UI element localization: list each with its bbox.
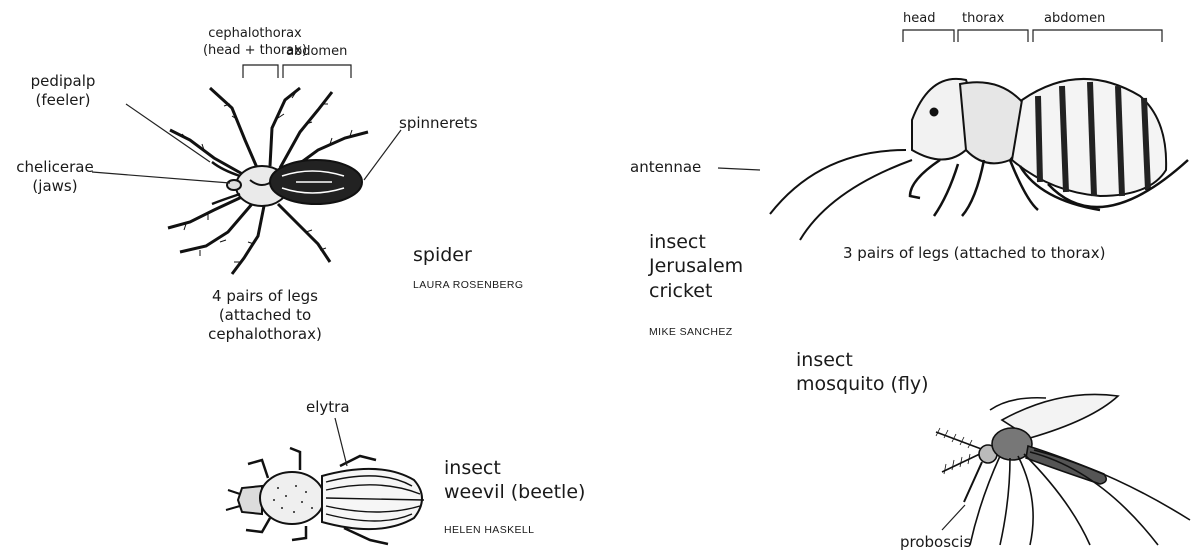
label-head: head [903,11,935,28]
label-elytra: elytra [306,398,350,417]
mosquito-illustration [936,394,1190,545]
cricket-illustration [770,79,1188,240]
cricket-legs-caption: 3 pairs of legs (attached to thorax) [843,244,1105,263]
label-proboscis: proboscis [900,533,971,552]
label-pedipalp: pedipalp (feeler) [0,72,126,110]
spider-pointer-lines [92,65,401,183]
label-spinnerets: spinnerets [399,114,478,133]
weevil-illustration [226,448,424,544]
weevil-pronotum [260,472,324,524]
weevil-pointer-lines [335,418,347,466]
cricket-credit: MIKE SANCHEZ [649,326,733,339]
weevil-title: insect weevil (beetle) [444,456,585,505]
mosquito-title: insect mosquito (fly) [796,348,929,397]
mosquito-pointer-lines [942,505,965,530]
label-antennae: antennae [630,158,701,177]
spider-credit: LAURA ROSENBERG [413,279,523,292]
label-chelicerae: chelicerae (jaws) [0,158,110,196]
weevil-credit: HELEN HASKELL [444,524,534,537]
label-spider-abdomen: abdomen [286,44,347,61]
spider-title: spider [413,243,472,267]
spider-legs-caption: 4 pairs of legs (attached to cephalothor… [180,287,350,345]
cricket-title: insect Jerusalem cricket [649,230,743,303]
label-cricket-abdomen: abdomen [1044,11,1105,28]
label-thorax: thorax [962,11,1004,28]
mosquito-proboscis [964,462,982,502]
